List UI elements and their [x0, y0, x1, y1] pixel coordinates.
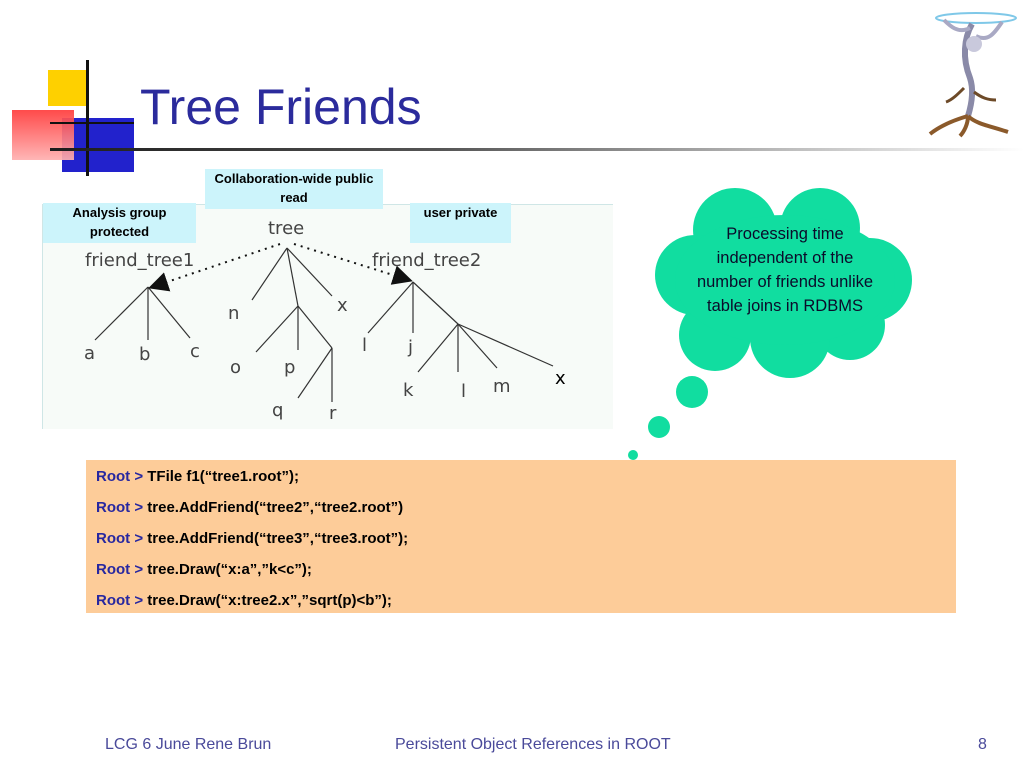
- leaf-r: r: [329, 403, 337, 424]
- footer-title: Persistent Object References in ROOT: [395, 736, 671, 753]
- friend-tree2-label: friend_tree2: [372, 250, 482, 271]
- code-line: Root > tree.Draw(“x:a”,”k<c”);: [96, 561, 312, 578]
- leaf-a: a: [84, 343, 96, 364]
- root-prompt: Root >: [96, 592, 144, 609]
- friend-tree1-label: friend_tree1: [85, 250, 195, 271]
- cloud-text: Processing time independent of the numbe…: [696, 225, 874, 315]
- thought-cloud: [628, 188, 912, 460]
- collab-label: Collaboration-wide public read: [205, 169, 383, 209]
- leaf-x: x: [337, 295, 348, 316]
- code-command: TFile f1(“tree1.root”);: [147, 468, 299, 485]
- x-marker: x: [555, 368, 566, 389]
- leaf-n: n: [228, 303, 240, 324]
- code-command: tree.AddFriend(“tree2”,“tree2.root”): [147, 499, 404, 516]
- leaf-l-2: l: [461, 381, 467, 402]
- leaf-m: m: [493, 376, 511, 397]
- code-command: tree.Draw(“x:a”,”k<c”);: [147, 561, 312, 578]
- code-line: Root > tree.AddFriend(“tree3”,“tree3.roo…: [96, 530, 408, 547]
- code-line: Root > tree.AddFriend(“tree2”,“tree2.roo…: [96, 499, 403, 516]
- code-command: tree.Draw(“x:tree2.x”,”sqrt(p)<b”);: [147, 592, 392, 609]
- user-label: user private: [410, 203, 511, 243]
- code-command: tree.AddFriend(“tree3”,“tree3.root”);: [147, 530, 409, 547]
- leaf-c: c: [190, 341, 200, 362]
- root-prompt: Root >: [96, 530, 144, 547]
- page-title: Tree Friends: [140, 79, 422, 135]
- leaf-l-1: l: [362, 335, 368, 356]
- leaf-p: p: [284, 357, 296, 378]
- analysis-label: Analysis group protected: [43, 203, 196, 243]
- footer-author: LCG 6 June Rene Brun: [105, 736, 272, 753]
- leaf-q: q: [272, 400, 284, 421]
- tree-root-label: tree: [268, 218, 305, 239]
- root-prompt: Root >: [96, 561, 144, 578]
- code-line: Root > tree.Draw(“x:tree2.x”,”sqrt(p)<b”…: [96, 592, 392, 609]
- page-number: 8: [978, 736, 987, 753]
- tree-figure-icon: [928, 12, 1017, 138]
- leaf-o: o: [230, 357, 242, 378]
- leaf-j: j: [408, 337, 414, 358]
- code-block: Root > TFile f1(“tree1.root”); Root > tr…: [86, 460, 956, 613]
- leaf-k: k: [403, 380, 414, 401]
- leaf-b: b: [139, 344, 151, 365]
- root-prompt: Root >: [96, 499, 144, 516]
- root-prompt: Root >: [96, 468, 144, 485]
- title-divider: [50, 148, 1024, 151]
- code-line: Root > TFile f1(“tree1.root”);: [96, 468, 299, 485]
